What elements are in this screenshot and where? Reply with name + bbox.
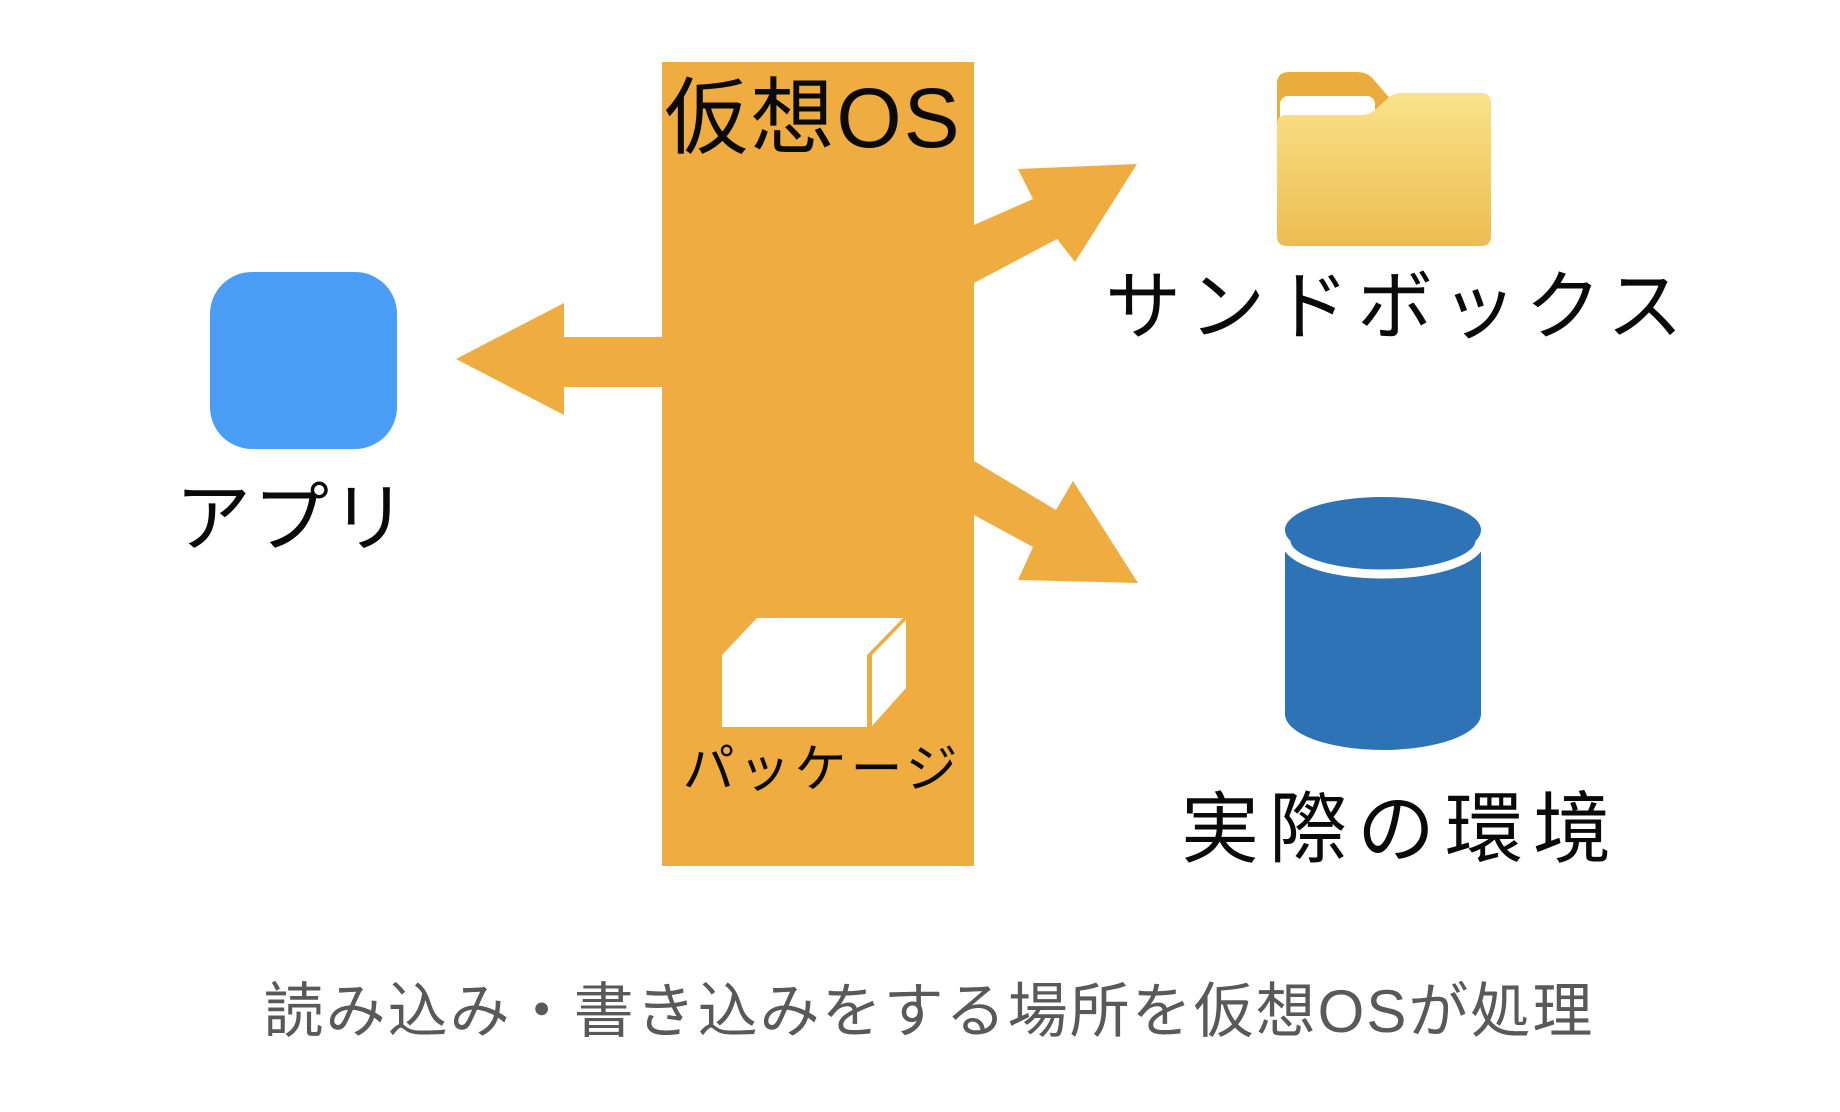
virtual-os-label: 仮想OS	[664, 71, 962, 165]
package-box-icon	[722, 618, 906, 727]
database-cylinder-icon	[1281, 497, 1485, 750]
package-label: パッケージ	[682, 741, 962, 799]
virtual-os-box	[662, 62, 974, 866]
arrow-left-icon	[456, 303, 662, 415]
sandbox-label: サンドボックス	[1105, 265, 1691, 350]
app-label: アプリ	[175, 477, 409, 562]
folder-body	[1277, 93, 1491, 246]
package-box-front-top-face	[722, 618, 903, 727]
database-lid	[1285, 497, 1481, 563]
real-environment-label: 実際の環境	[1180, 785, 1622, 873]
caption-text: 読み込み・書き込みをする場所を仮想OSが処理	[263, 978, 1595, 1045]
package-box-side-face	[872, 620, 906, 726]
folder-icon	[1277, 72, 1491, 246]
arrow-down-right-icon	[974, 461, 1138, 583]
app-square-icon	[210, 272, 397, 449]
database-bottom	[1285, 678, 1481, 750]
arrow-up-right-icon	[974, 164, 1137, 283]
